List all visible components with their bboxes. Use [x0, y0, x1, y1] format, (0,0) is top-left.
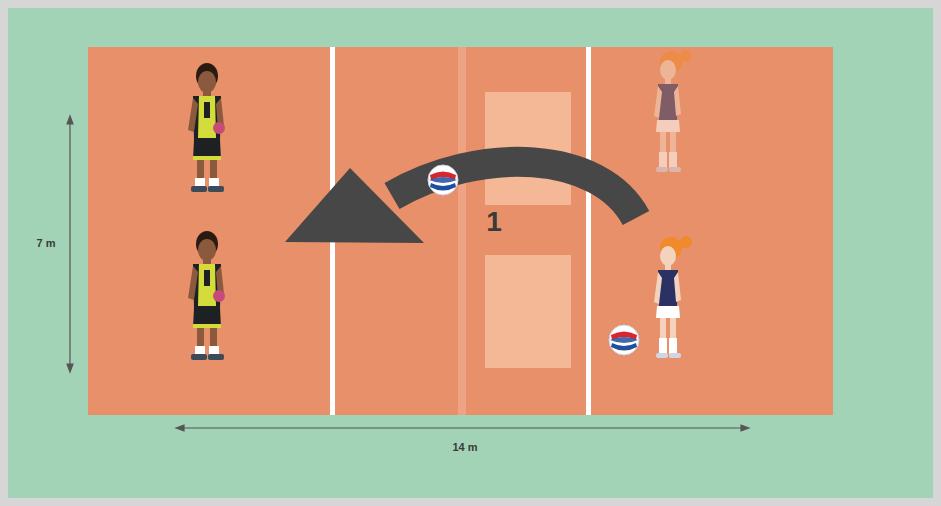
zone: [485, 255, 571, 368]
player: [188, 63, 225, 192]
player: [654, 50, 692, 172]
court: [88, 47, 833, 415]
dimension-label: 14 m: [452, 441, 477, 453]
callout-number: 1: [486, 207, 502, 238]
pass-arrow: [392, 162, 636, 218]
attack-line: [586, 47, 591, 415]
dimension-line: [67, 116, 749, 431]
player: [188, 231, 225, 360]
net-line: [458, 47, 466, 415]
ball: [609, 325, 639, 355]
dimension-label: 7 m: [37, 237, 56, 249]
player: [654, 236, 692, 358]
ball: [428, 165, 458, 195]
arrow-head: [285, 168, 424, 243]
